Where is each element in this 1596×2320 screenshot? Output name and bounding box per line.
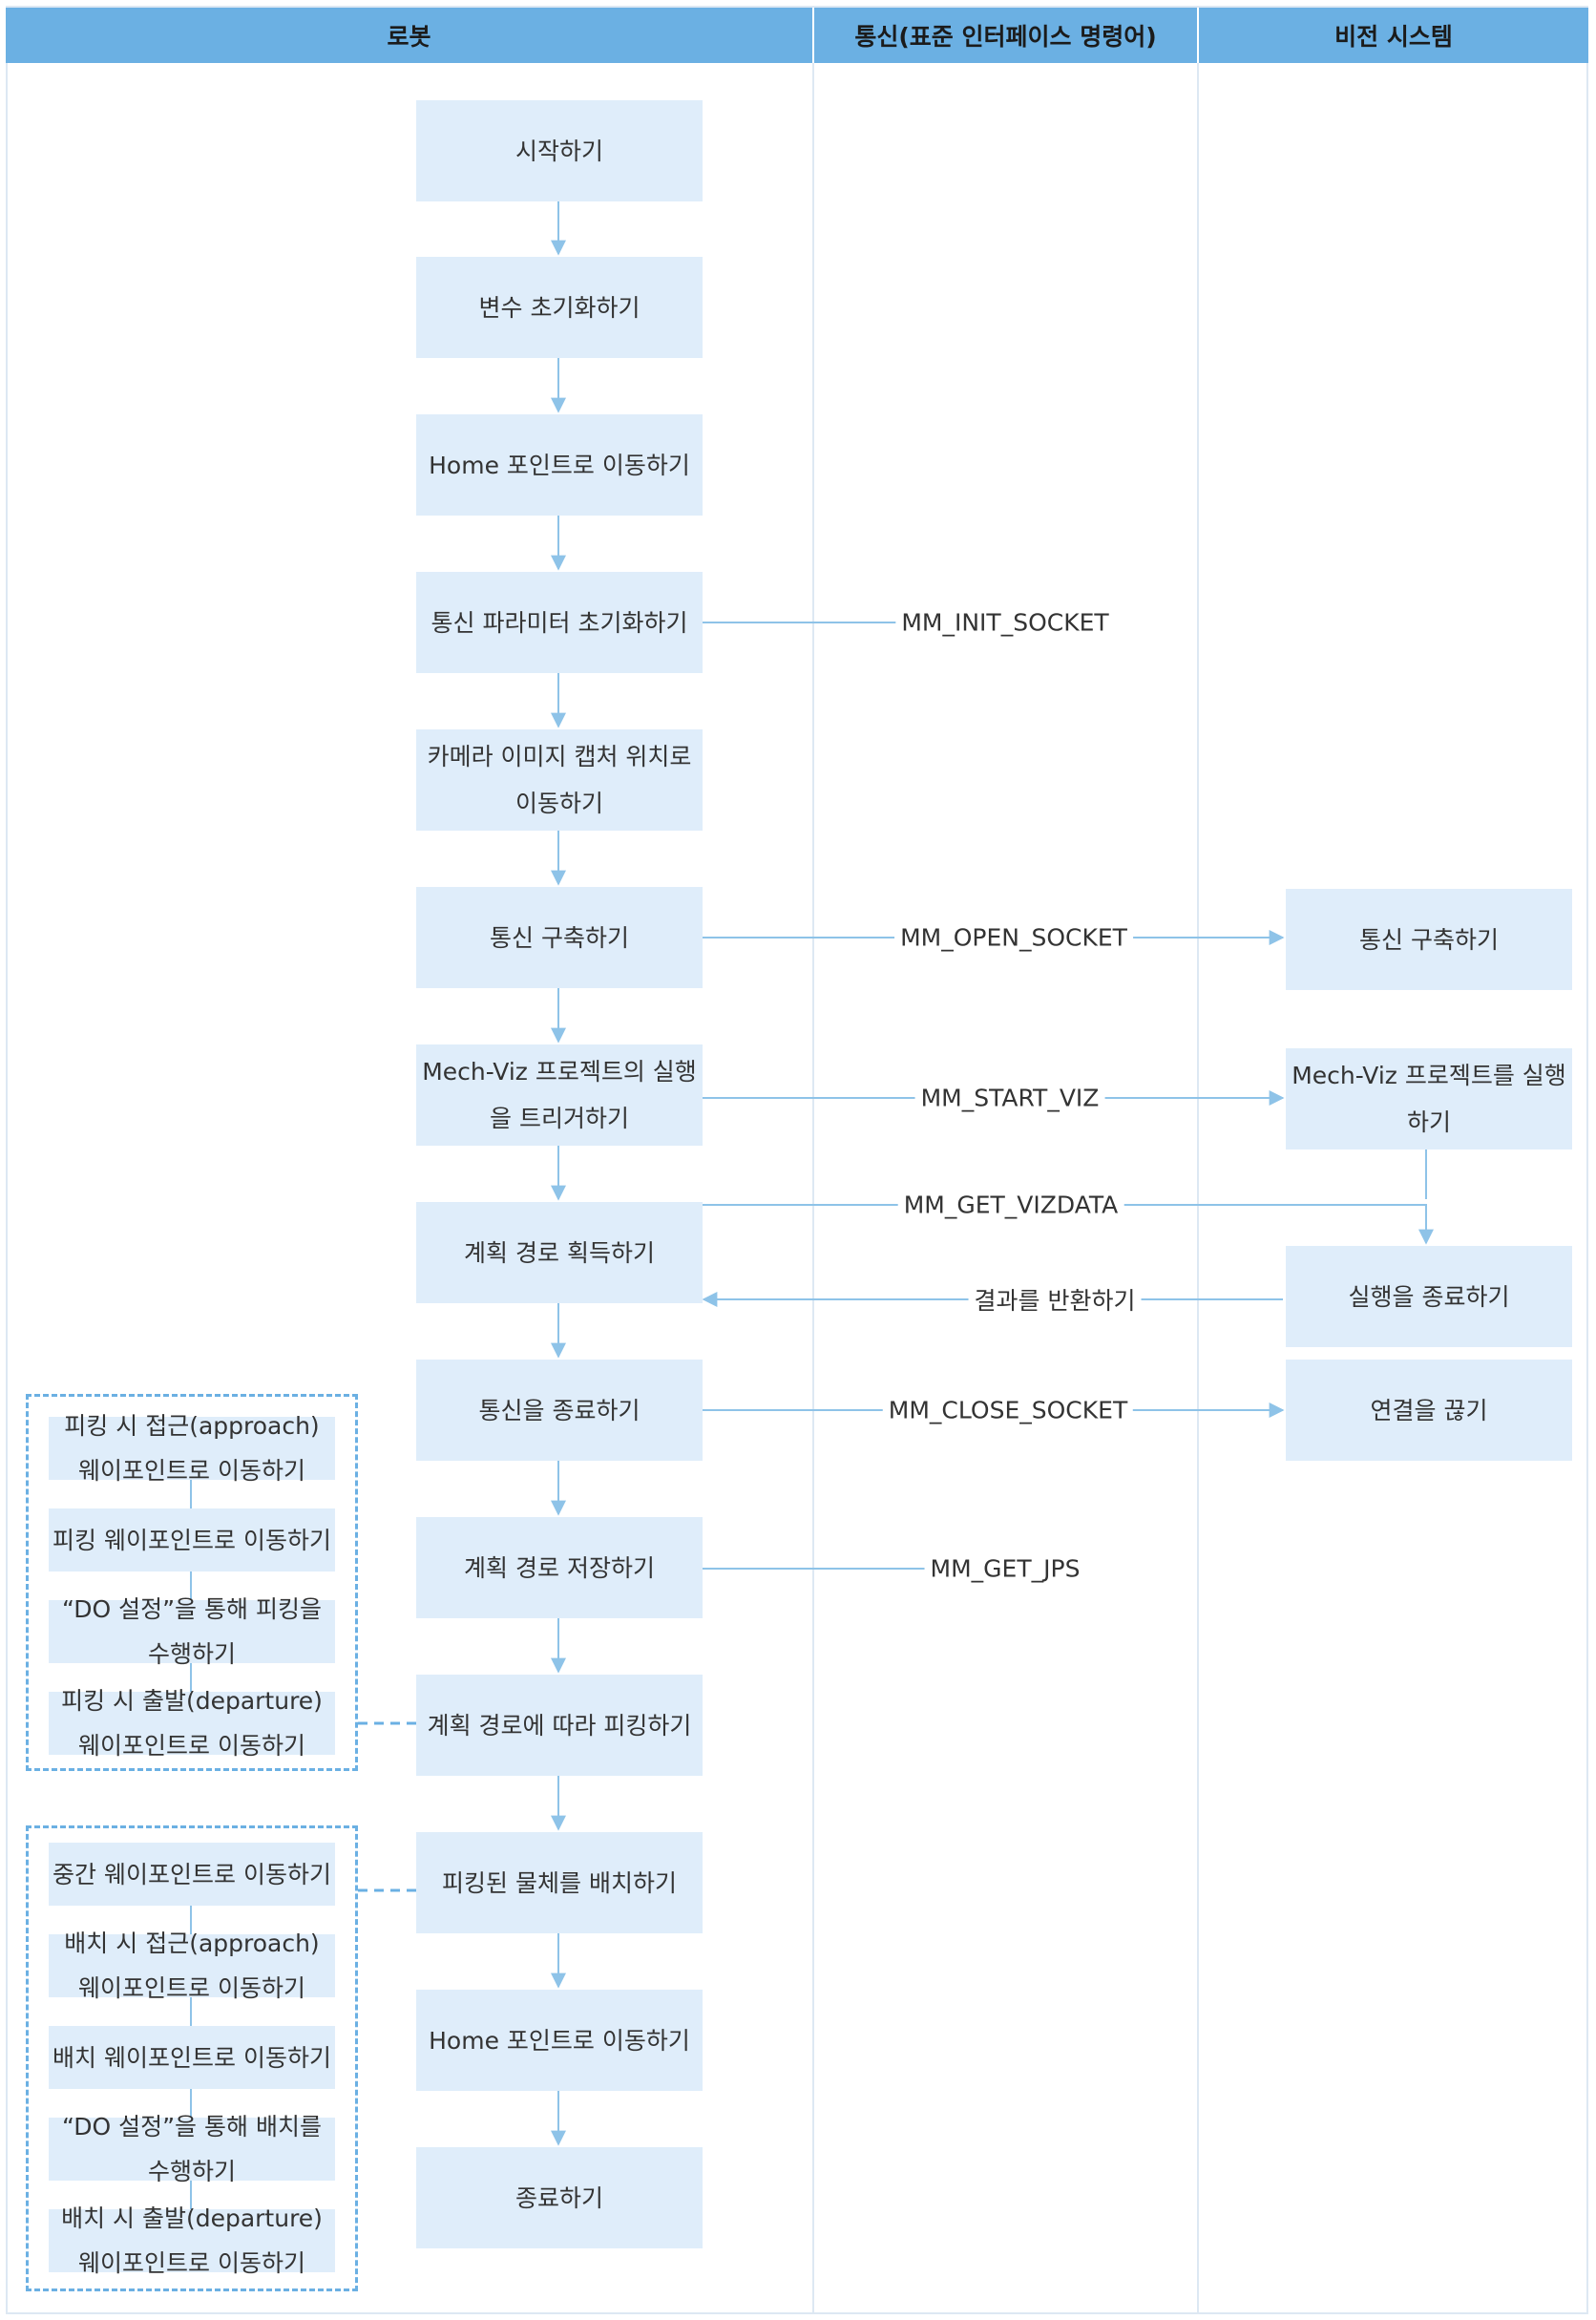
step-label: 실행을 종료하기: [1348, 1282, 1510, 1311]
vision-establish-comm: 통신 구축하기: [1286, 889, 1572, 990]
vision-disconnect: 연결을 끊기: [1286, 1360, 1572, 1461]
step-label: 피킹 웨이포인트로 이동하기: [52, 1526, 331, 1554]
header-vision-system: 비전 시스템: [1199, 8, 1588, 63]
step-label: 계획 경로 저장하기: [464, 1553, 655, 1582]
step-label: 통신 구축하기: [1359, 925, 1499, 954]
step-label: 배치 시 접근(approach) 웨이포인트로 이동하기: [64, 1930, 320, 2002]
msg-init-socket: MM_INIT_SOCKET: [895, 608, 1115, 637]
picking-approach-step: 피킹 시 접근(approach) 웨이포인트로 이동하기: [49, 1412, 335, 1485]
placing-departure-step: 배치 시 출발(departure) 웨이포인트로 이동하기: [49, 2204, 335, 2277]
step-label: 시작하기: [514, 137, 603, 165]
step-get-planned-path: 계획 경로 획득하기: [416, 1202, 703, 1303]
step-label: 배치 웨이포인트로 이동하기: [52, 2043, 331, 2072]
step-label: “DO 설정”을 통해 배치를 수행하기: [62, 2113, 322, 2185]
header-communication: 통신(표준 인터페이스 명령어): [814, 8, 1197, 63]
placing-approach-step: 배치 시 접근(approach) 웨이포인트로 이동하기: [49, 1930, 335, 2002]
step-label: 피킹된 물체를 배치하기: [442, 1868, 677, 1897]
step-label: Mech-Viz 프로젝트를 실행하기: [1292, 1062, 1566, 1136]
step-label: 종료하기: [514, 2183, 603, 2212]
lane-divider-2: [1197, 63, 1199, 2312]
placing-do-step: “DO 설정”을 통해 배치를 수행하기: [49, 2113, 335, 2185]
step-end: 종료하기: [416, 2147, 703, 2248]
msg-open-socket: MM_OPEN_SOCKET: [894, 923, 1133, 952]
step-label: 계획 경로 획득하기: [464, 1238, 655, 1267]
msg-return-result: 결과를 반환하기: [968, 1282, 1142, 1317]
step-label: “DO 설정”을 통해 피킹을 수행하기: [62, 1595, 322, 1668]
step-label: 피킹 시 출발(departure) 웨이포인트로 이동하기: [61, 1687, 323, 1760]
step-label: 변수 초기화하기: [478, 293, 640, 322]
picking-subprocess-group: [26, 1394, 358, 1771]
placing-waypoint-step: 배치 웨이포인트로 이동하기: [49, 2026, 335, 2089]
step-save-planned-path: 계획 경로 저장하기: [416, 1517, 703, 1618]
step-establish-comm: 통신 구축하기: [416, 887, 703, 988]
step-label: Mech-Viz 프로젝트의 실행을 트리거하기: [422, 1058, 697, 1132]
step-label: 연결을 끊기: [1370, 1396, 1488, 1424]
vision-finish-execution: 실행을 종료하기: [1286, 1246, 1572, 1347]
step-start: 시작하기: [416, 100, 703, 201]
step-label: Home 포인트로 이동하기: [429, 2026, 690, 2055]
picking-do-step: “DO 설정”을 통해 피킹을 수행하기: [49, 1595, 335, 1668]
lane-divider-1: [812, 63, 814, 2312]
step-place-picked-object: 피킹된 물체를 배치하기: [416, 1832, 703, 1933]
header-robot: 로봇: [6, 8, 812, 63]
step-label: 중간 웨이포인트로 이동하기: [52, 1860, 331, 1888]
step-init-comm-params: 통신 파라미터 초기화하기: [416, 572, 703, 673]
step-label: 통신을 종료하기: [478, 1396, 640, 1424]
msg-get-vizdata: MM_GET_VIZDATA: [897, 1191, 1124, 1219]
msg-start-viz: MM_START_VIZ: [914, 1084, 1105, 1112]
step-label: 계획 경로에 따라 피킹하기: [427, 1711, 692, 1740]
vision-run-mechviz: Mech-Viz 프로젝트를 실행하기: [1286, 1048, 1572, 1149]
step-init-variables: 변수 초기화하기: [416, 257, 703, 358]
picking-departure-step: 피킹 시 출발(departure) 웨이포인트로 이동하기: [49, 1687, 335, 1760]
step-label: Home 포인트로 이동하기: [429, 451, 690, 479]
step-move-home: Home 포인트로 이동하기: [416, 414, 703, 516]
diagram-frame: [6, 6, 1588, 2314]
step-label: 카메라 이미지 캡처 위치로 이동하기: [427, 743, 692, 817]
step-label: 통신 파라미터 초기화하기: [430, 608, 688, 637]
step-close-comm: 통신을 종료하기: [416, 1360, 703, 1461]
step-label: 피킹 시 접근(approach) 웨이포인트로 이동하기: [64, 1412, 320, 1485]
msg-get-jps: MM_GET_JPS: [924, 1554, 1086, 1583]
step-return-home: Home 포인트로 이동하기: [416, 1990, 703, 2091]
step-label: 통신 구축하기: [490, 923, 629, 952]
step-label: 배치 시 출발(departure) 웨이포인트로 이동하기: [61, 2204, 323, 2277]
step-pick-along-path: 계획 경로에 따라 피킹하기: [416, 1675, 703, 1776]
picking-waypoint-step: 피킹 웨이포인트로 이동하기: [49, 1508, 335, 1571]
placing-intermediate-step: 중간 웨이포인트로 이동하기: [49, 1843, 335, 1906]
msg-close-socket: MM_CLOSE_SOCKET: [882, 1396, 1134, 1424]
step-trigger-mechviz: Mech-Viz 프로젝트의 실행을 트리거하기: [416, 1044, 703, 1146]
placing-subprocess-group: [26, 1825, 358, 2291]
step-move-capture-position: 카메라 이미지 캡처 위치로 이동하기: [416, 729, 703, 831]
